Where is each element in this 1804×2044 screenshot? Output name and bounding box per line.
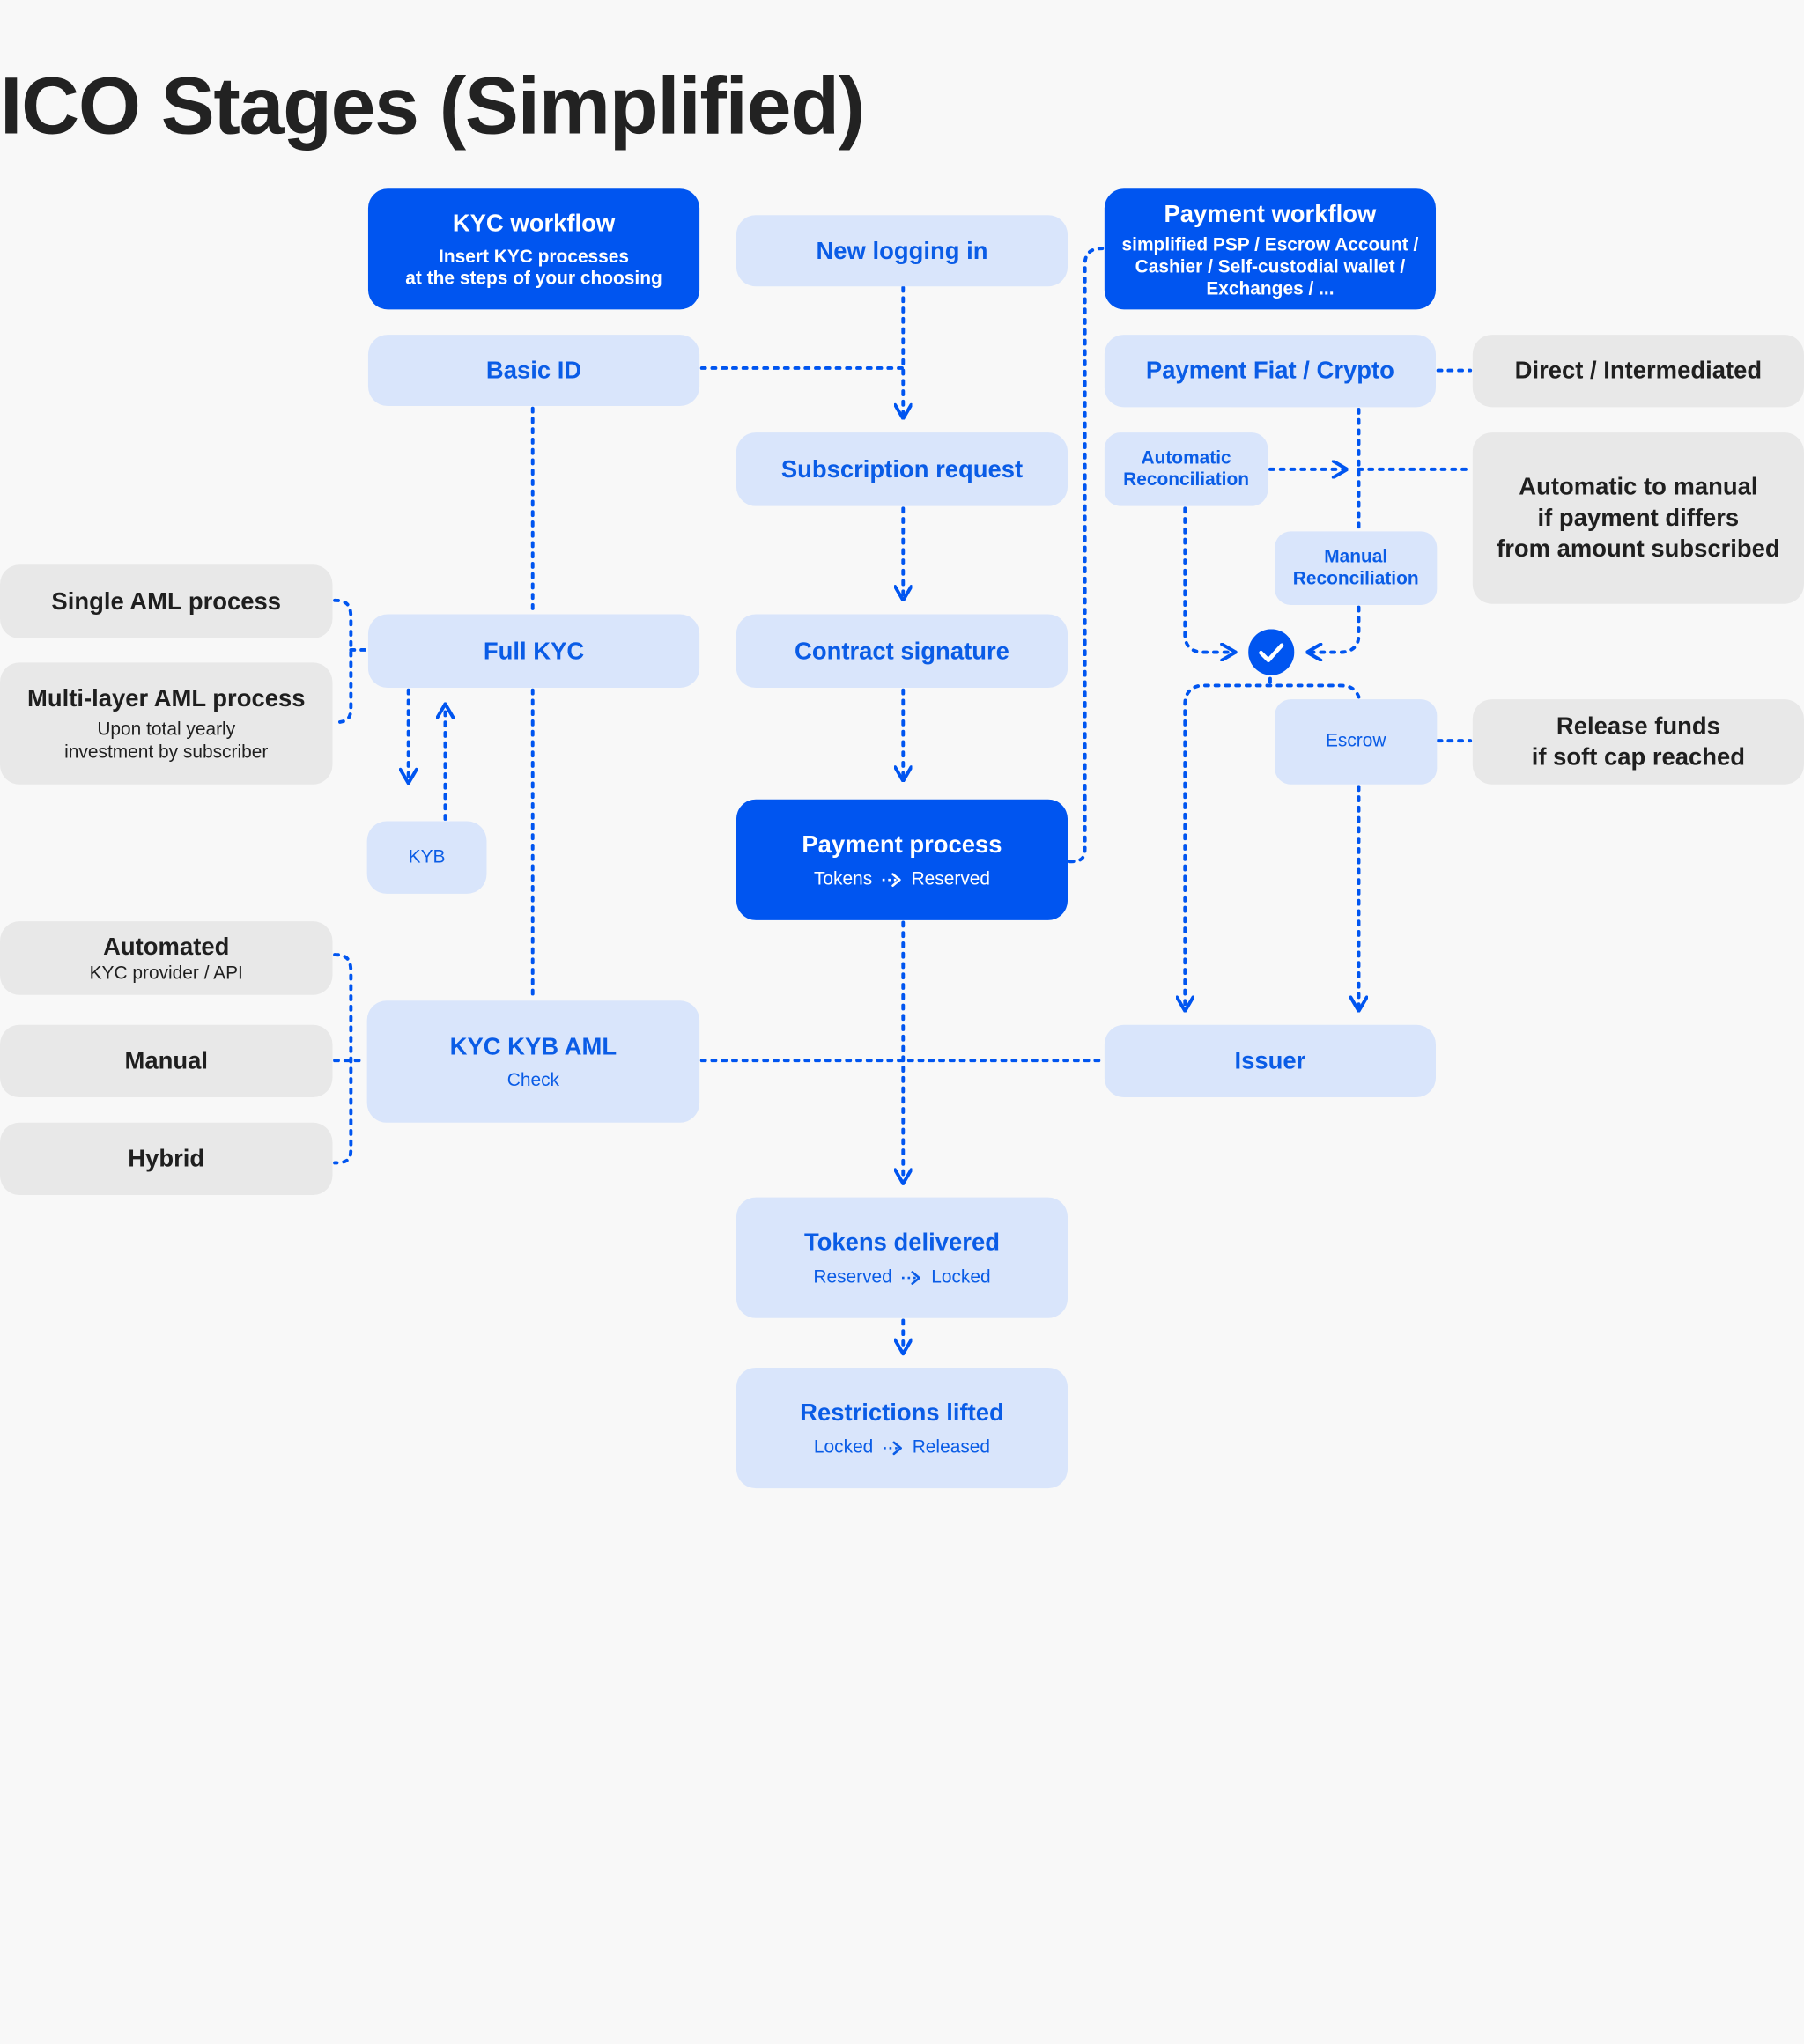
- kyc-workflow-subtitle-line2: at the steps of your choosing: [405, 269, 662, 289]
- tokens-delivered-title: Tokens delivered: [803, 1229, 1001, 1257]
- manual-reconciliation-line1: Manual: [1324, 547, 1388, 567]
- payment-workflow-box: Payment workflow simplified PSP / Escrow…: [1104, 188, 1437, 310]
- hybrid-note: Hybrid: [0, 1122, 333, 1196]
- escrow-label: Escrow: [1325, 731, 1386, 751]
- automatic-reconciliation-line1: Automatic: [1141, 448, 1231, 469]
- kyb-node: KYB: [366, 821, 487, 894]
- dashed-arrow-icon: [884, 1441, 902, 1456]
- single-aml-label: Single AML process: [51, 588, 282, 616]
- contract-signature-node: Contract signature: [736, 614, 1068, 689]
- manual-label: Manual: [124, 1047, 208, 1074]
- automated-note: Automated KYC provider / API: [0, 921, 333, 995]
- tokens-delivered-to: Locked: [931, 1267, 991, 1288]
- multi-layer-aml-note: Multi-layer AML process Upon total yearl…: [0, 662, 333, 785]
- restrictions-lifted-flow: Locked Released: [814, 1438, 990, 1459]
- dashed-arrow-icon: [882, 873, 901, 888]
- restrictions-lifted-node: Restrictions lifted Locked Released: [736, 1367, 1068, 1489]
- dashed-arrow-icon: [902, 1271, 921, 1285]
- manual-reconciliation-node: Manual Reconciliation: [1275, 531, 1438, 606]
- kyc-workflow-subtitle-line1: Insert KYC processes: [439, 247, 630, 268]
- manual-reconciliation-line2: Reconciliation: [1292, 569, 1419, 589]
- payment-workflow-subtitle-line2: Cashier / Self-custodial wallet /: [1135, 256, 1406, 277]
- automatic-reconciliation-node: Automatic Reconciliation: [1104, 432, 1268, 506]
- payment-process-node: Payment process Tokens Reserved: [736, 799, 1068, 920]
- tokens-delivered-node: Tokens delivered Reserved Locked: [736, 1197, 1068, 1318]
- check-circle-icon: [1248, 629, 1295, 675]
- multi-layer-aml-subtitle-line2: investment by subscriber: [64, 742, 269, 763]
- tokens-delivered-from: Reserved: [813, 1267, 892, 1288]
- subscription-request-label: Subscription request: [780, 455, 1024, 483]
- basic-id-node: Basic ID: [367, 335, 700, 407]
- payment-fiat-crypto-node: Payment Fiat / Crypto: [1104, 335, 1437, 408]
- multi-layer-aml-subtitle-line1: Upon total yearly: [97, 719, 236, 740]
- single-aml-note: Single AML process: [0, 564, 333, 638]
- release-funds-line2: if soft cap reached: [1531, 744, 1746, 771]
- automatic-to-manual-line2: if payment differs: [1537, 505, 1740, 532]
- kyb-label: KYB: [408, 846, 446, 867]
- automatic-to-manual-note: Automatic to manual if payment differs f…: [1472, 432, 1804, 604]
- kyc-kyb-aml-check-title: KYC KYB AML: [449, 1033, 617, 1060]
- kyc-kyb-aml-check-subtitle: Check: [506, 1070, 559, 1090]
- payment-process-flow: Tokens Reserved: [814, 869, 990, 890]
- release-funds-note: Release funds if soft cap reached: [1472, 699, 1804, 785]
- kyc-workflow-title: KYC workflow: [452, 210, 616, 238]
- payment-workflow-subtitle-line1: simplified PSP / Escrow Account /: [1121, 235, 1419, 255]
- payment-workflow-subtitle-line3: Exchanges / ...: [1206, 278, 1335, 299]
- full-kyc-node: Full KYC: [367, 614, 700, 689]
- new-logging-label: New logging in: [816, 237, 988, 264]
- subscription-request-node: Subscription request: [736, 432, 1068, 506]
- payment-fiat-crypto-label: Payment Fiat / Crypto: [1145, 358, 1394, 385]
- release-funds-line1: Release funds: [1556, 712, 1720, 740]
- payment-process-to: Reserved: [911, 869, 991, 889]
- payment-workflow-title: Payment workflow: [1164, 200, 1377, 227]
- direct-intermediated-note: Direct / Intermediated: [1472, 335, 1804, 408]
- restrictions-lifted-to: Released: [912, 1437, 991, 1457]
- payment-process-title: Payment process: [802, 831, 1002, 859]
- restrictions-lifted-title: Restrictions lifted: [800, 1399, 1004, 1427]
- issuer-node: Issuer: [1104, 1024, 1437, 1098]
- new-logging-node: New logging in: [736, 215, 1068, 287]
- direct-intermediated-label: Direct / Intermediated: [1514, 358, 1763, 385]
- automated-subtitle: KYC provider / API: [89, 963, 243, 984]
- page-title: ICO Stages (Simplified): [0, 61, 865, 151]
- issuer-label: Issuer: [1234, 1047, 1306, 1074]
- escrow-node: Escrow: [1275, 699, 1438, 785]
- automatic-to-manual-line3: from amount subscribed: [1497, 535, 1780, 563]
- full-kyc-label: Full KYC: [483, 638, 585, 665]
- automatic-to-manual-line1: Automatic to manual: [1519, 474, 1758, 501]
- kyc-workflow-box: KYC workflow Insert KYC processes at the…: [367, 188, 700, 310]
- connector-lines: [333, 247, 1473, 1356]
- manual-note: Manual: [0, 1024, 333, 1098]
- contract-signature-label: Contract signature: [795, 638, 1009, 665]
- restrictions-lifted-from: Locked: [813, 1437, 874, 1457]
- kyc-kyb-aml-check-node: KYC KYB AML Check: [366, 1000, 700, 1123]
- hybrid-label: Hybrid: [128, 1145, 205, 1172]
- tokens-delivered-flow: Reserved Locked: [813, 1267, 990, 1288]
- automated-title: Automated: [103, 933, 230, 960]
- automatic-reconciliation-line2: Reconciliation: [1123, 470, 1249, 491]
- basic-id-label: Basic ID: [485, 357, 582, 384]
- payment-process-from: Tokens: [813, 869, 873, 889]
- multi-layer-aml-title: Multi-layer AML process: [26, 684, 306, 712]
